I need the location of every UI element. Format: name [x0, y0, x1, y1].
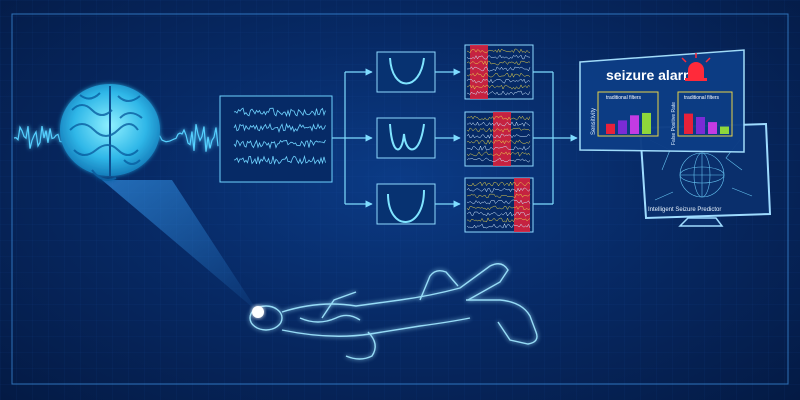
filtered-eeg-output-2 — [464, 111, 534, 167]
alarm-title: seizure alarm — [606, 67, 696, 83]
bar — [708, 122, 717, 134]
filtered-trace — [466, 139, 531, 145]
filtered-trace — [466, 199, 531, 205]
frame-border — [11, 13, 789, 385]
multichannel-eeg-panel — [219, 95, 333, 183]
bar — [642, 112, 651, 134]
filtered-trace — [466, 115, 531, 121]
bar-chart-label: traditional filters — [684, 95, 720, 101]
bar — [618, 120, 627, 134]
filtered-trace — [466, 90, 531, 96]
y-axis-label: False Positive Rate — [671, 102, 677, 145]
filtered-trace — [466, 211, 531, 217]
filter-box-3 — [376, 183, 436, 225]
filtered-trace — [466, 72, 531, 78]
eeg-channel-trace — [233, 139, 326, 150]
filtered-trace — [466, 223, 531, 229]
filtered-trace — [466, 193, 531, 199]
alarm-siren-icon — [681, 53, 711, 81]
filter-output-arrows — [435, 68, 461, 208]
filtered-trace — [466, 205, 531, 211]
bar — [696, 117, 705, 134]
filtered-trace — [466, 66, 531, 72]
filtered-trace — [466, 84, 531, 90]
filtered-trace — [466, 48, 531, 54]
y-axis-label: Sensitivity — [591, 108, 597, 135]
monitor-caption: Intelligent Seizure Predictor — [648, 207, 721, 213]
projection-beam — [102, 180, 258, 312]
filter-curve-icon — [387, 189, 425, 223]
bar — [720, 126, 729, 134]
filtered-eeg-output-3 — [464, 177, 534, 233]
filter-curve-icon — [389, 57, 425, 85]
filtered-trace — [466, 54, 531, 60]
filtered-trace — [466, 181, 531, 187]
filtered-trace — [466, 127, 531, 133]
splitter-arrows — [332, 68, 373, 208]
filtered-trace — [466, 121, 531, 127]
patient-figure — [249, 263, 538, 360]
filter-box-1 — [376, 51, 436, 93]
eeg-channel-trace — [233, 122, 326, 133]
merge-arrows — [533, 71, 578, 205]
filtered-trace — [466, 157, 531, 163]
head-sensor-glow — [252, 306, 264, 318]
filtered-eeg-output-1 — [464, 44, 534, 100]
bar — [684, 113, 693, 134]
filtered-trace — [466, 145, 531, 151]
monitor-stand — [678, 217, 724, 227]
bar — [606, 123, 615, 134]
filtered-trace — [466, 60, 531, 66]
bar-chart-false-positive-rate: traditional filters False Positive Rate — [671, 91, 733, 145]
filter-box-2 — [376, 117, 436, 159]
brain-icon — [60, 84, 160, 181]
filtered-trace — [466, 187, 531, 193]
filtered-trace — [466, 78, 531, 84]
bar-chart-sensitivity: traditional filters Sensitivity — [591, 91, 659, 137]
filter-curve-icon — [389, 123, 425, 151]
bar — [630, 115, 639, 134]
eeg-channel-trace — [233, 154, 326, 165]
filtered-trace — [466, 217, 531, 223]
seizure-alarm-panel: seizure alarm traditional filters Sensit… — [579, 49, 745, 153]
filtered-trace — [466, 151, 531, 157]
filtered-trace — [466, 133, 531, 139]
eeg-channel-trace — [233, 107, 326, 118]
bar-chart-label: traditional filters — [606, 95, 642, 101]
